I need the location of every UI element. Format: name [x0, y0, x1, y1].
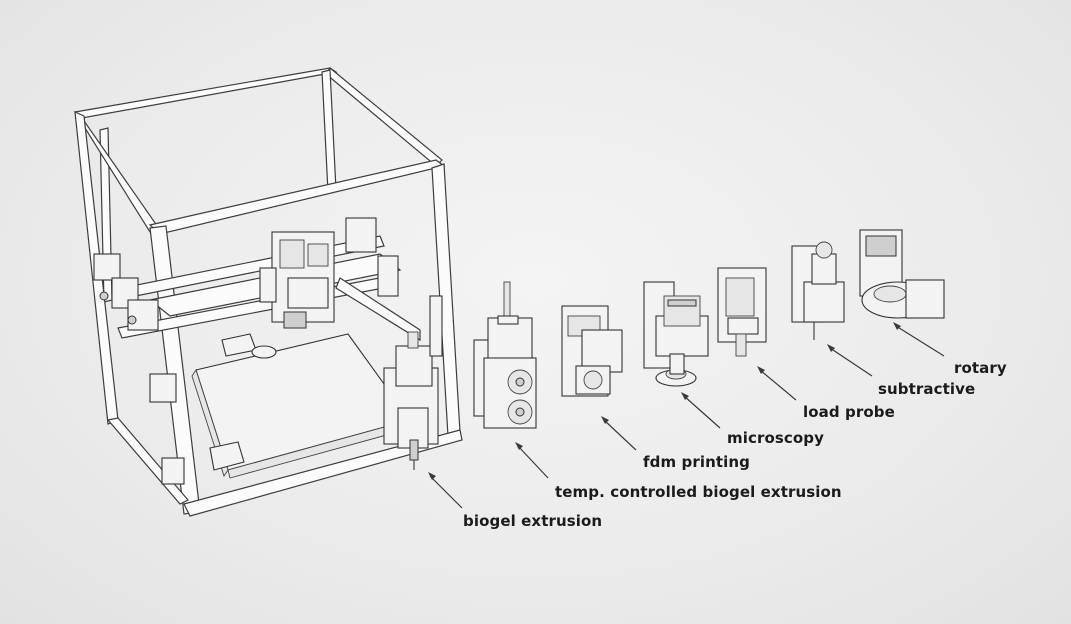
gantry-carriage — [259, 217, 399, 329]
tool-subtractive — [791, 241, 845, 340]
tool-temp-controlled-biogel — [473, 281, 537, 429]
label-temp-controlled-biogel-extrusion: temp. controlled biogel extrusion — [555, 483, 842, 501]
print-bed — [191, 333, 413, 479]
side-motors — [93, 253, 185, 485]
leader-arrows — [428, 322, 945, 509]
label-biogel-extrusion: biogel extrusion — [463, 512, 603, 530]
label-subtractive: subtractive — [878, 380, 976, 398]
label-fdm-printing: fdm printing — [643, 453, 750, 471]
label-microscopy: microscopy — [727, 429, 825, 447]
label-rotary: rotary — [954, 359, 1007, 377]
tool-rotary — [859, 229, 945, 319]
label-load-probe: load probe — [803, 403, 895, 421]
tool-load-probe — [717, 267, 767, 357]
tool-fdm-printing — [561, 305, 623, 397]
tool-microscopy — [643, 281, 709, 387]
installed-tool-head — [383, 295, 443, 470]
